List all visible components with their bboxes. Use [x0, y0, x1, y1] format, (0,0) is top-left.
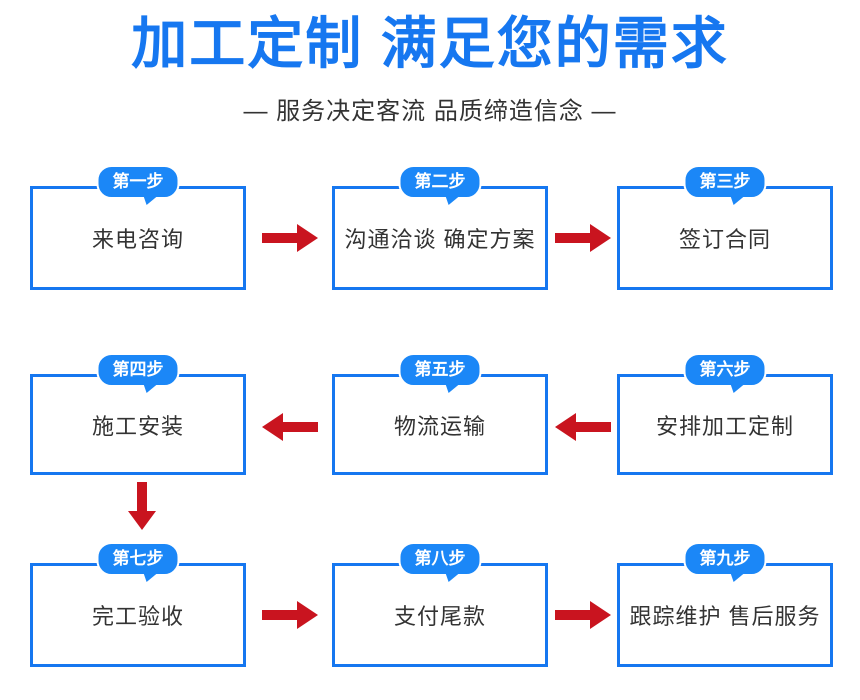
arrow-right-icon	[555, 224, 611, 252]
step-box-7: 第七步 完工验收	[30, 542, 246, 667]
step-box-9: 第九步 跟踪维护 售后服务	[617, 542, 833, 667]
step-badge: 第七步	[96, 542, 180, 576]
step-label: 签订合同	[678, 227, 771, 252]
step-label: 支付尾款	[393, 604, 486, 629]
step-label: 物流运输	[393, 413, 486, 439]
step-badge: 第六步	[683, 353, 767, 387]
step-label: 沟通洽谈 确定方案	[344, 227, 536, 252]
arrow-left-icon	[555, 413, 611, 441]
arrow-right-icon	[262, 601, 318, 629]
arrow-right-icon	[555, 601, 611, 629]
step-box-6: 第六步 安排加工定制	[617, 353, 833, 475]
step-badge: 第一步	[96, 165, 180, 199]
arrow-down-icon	[128, 482, 156, 530]
step-badge: 第五步	[398, 353, 482, 387]
step-label: 来电咨询	[91, 227, 184, 252]
step-box-8: 第八步 支付尾款	[332, 542, 548, 667]
step-label: 安排加工定制	[655, 413, 794, 439]
step-badge: 第三步	[683, 165, 767, 199]
arrow-left-icon	[262, 413, 318, 441]
step-label: 跟踪维护 售后服务	[629, 604, 821, 629]
step-label: 施工安装	[91, 413, 184, 439]
step-label: 完工验收	[91, 604, 184, 629]
step-badge: 第四步	[96, 353, 180, 387]
page-title: 加工定制 满足您的需求	[131, 12, 729, 75]
step-badge: 第八步	[398, 542, 482, 576]
arrow-right-icon	[262, 224, 318, 252]
step-box-1: 第一步 来电咨询	[30, 165, 246, 290]
page-subtitle: — 服务决定客流 品质缔造信念 —	[243, 98, 617, 125]
step-badge: 第九步	[683, 542, 767, 576]
step-badge: 第二步	[398, 165, 482, 199]
step-box-3: 第三步 签订合同	[617, 165, 833, 290]
step-box-2: 第二步 沟通洽谈 确定方案	[332, 165, 548, 290]
step-box-5: 第五步 物流运输	[332, 353, 548, 475]
step-box-4: 第四步 施工安装	[30, 353, 246, 475]
